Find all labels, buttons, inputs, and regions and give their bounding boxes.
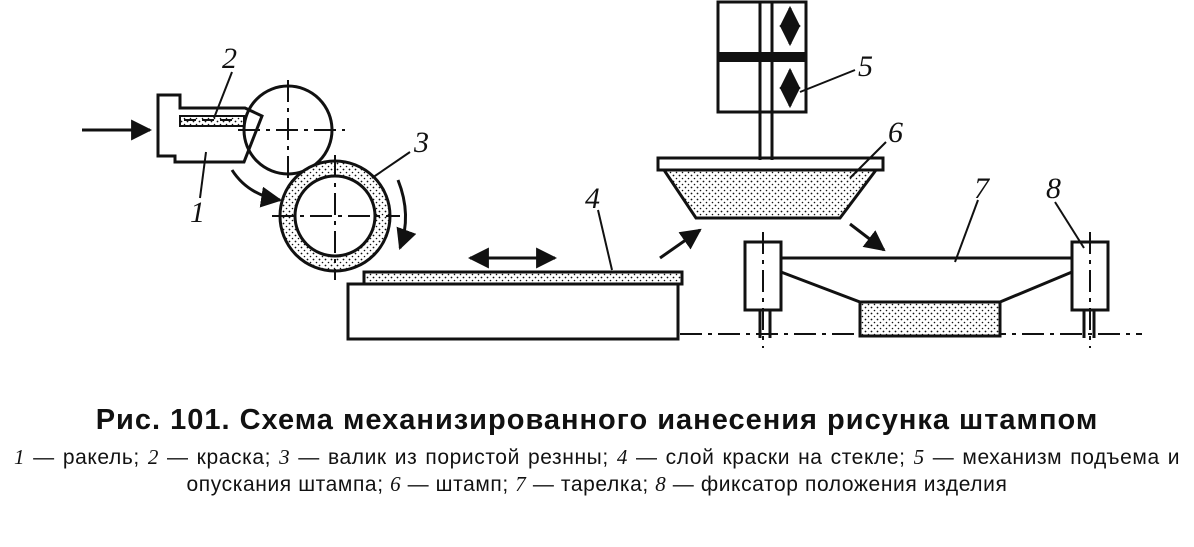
label-7: 7 bbox=[974, 172, 991, 205]
label-6: 6 bbox=[888, 116, 903, 149]
legend-item-7: 7 — тарелка; bbox=[515, 472, 649, 496]
legend-item-6: 6 — штамп; bbox=[390, 472, 509, 496]
legend-item-1: 1 — ракель; bbox=[14, 445, 140, 469]
label-8: 8 bbox=[1046, 172, 1061, 205]
legend-item-4: 4 — слой краски на стекле; bbox=[616, 445, 906, 469]
caption-title: Рис. 101. Схема механизированного ианесе… bbox=[95, 404, 1099, 436]
label-4: 4 bbox=[585, 182, 600, 215]
caption-legend: 1 — ракель; 2 — краска; 3 — валик из пор… bbox=[14, 444, 1180, 498]
figure-caption: Рис. 101. Схема механизированного ианесе… bbox=[0, 400, 1194, 498]
legend-item-3: 3 — валик из пористой резнны; bbox=[279, 445, 609, 469]
lifting-mechanism bbox=[716, 0, 808, 160]
doctor-blade-part bbox=[156, 93, 264, 164]
label-1: 1 bbox=[190, 196, 205, 229]
label-3: 3 bbox=[413, 126, 429, 159]
legend-item-5: 5 — механизм подъема и опускания штампа; bbox=[186, 445, 1181, 496]
mechanized-stamp-printing-diagram: 1 2 3 4 5 6 7 8 bbox=[82, 0, 1142, 348]
leader-lines bbox=[199, 69, 1085, 271]
porous-rubber-roller bbox=[272, 155, 417, 280]
label-5: 5 bbox=[858, 50, 873, 83]
legend-item-8: 8 — фиксатор положения изделия bbox=[655, 472, 1008, 496]
plate-and-fixators bbox=[680, 232, 1142, 348]
legend-item-2: 2 — краска; bbox=[147, 445, 272, 469]
stamp bbox=[656, 156, 885, 220]
upper-roller bbox=[238, 80, 345, 178]
label-2: 2 bbox=[222, 42, 237, 75]
ink-layer-on-glass bbox=[362, 270, 684, 286]
glass-table bbox=[346, 247, 684, 341]
